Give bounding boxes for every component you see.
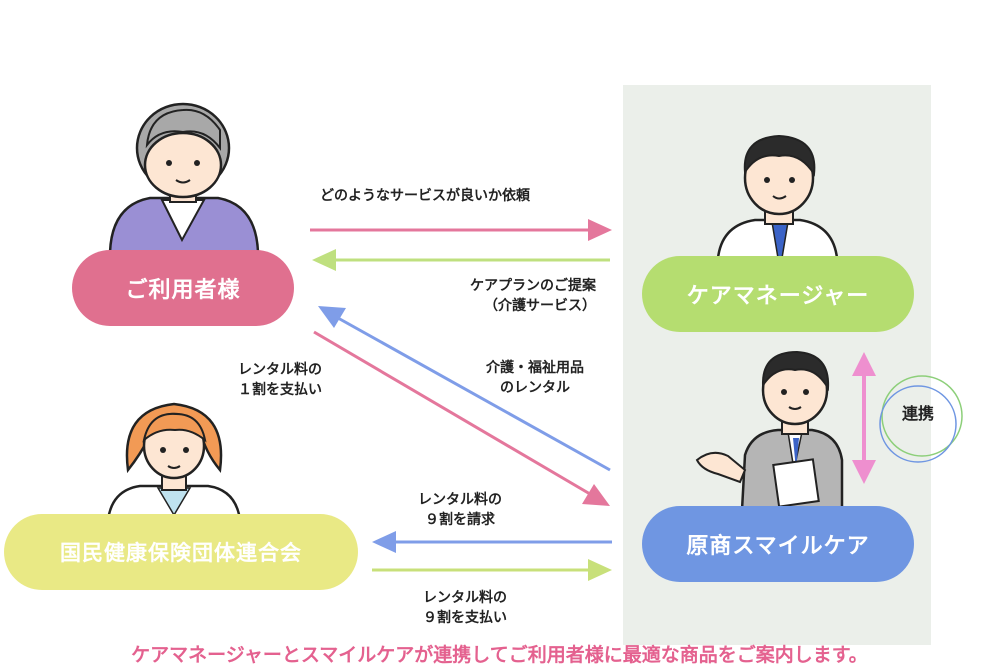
insurance-staff-illustration [106, 402, 242, 522]
rental-label: 介護・福祉用品 のレンタル [486, 360, 584, 396]
insurance-node-label: 国民健康保険団体連合会 [60, 541, 302, 565]
pay-insurance-label: レンタル料の ９割を支払い [423, 590, 507, 626]
cooperation-circle-blue [879, 385, 957, 463]
care-manager-illustration [716, 134, 839, 260]
insurance-node: 国民健康保険団体連合会 [4, 514, 358, 590]
request-label: どのようなサービスが良いか依頼 [320, 188, 530, 204]
arrow-rental [318, 306, 611, 472]
cooperation-circle-green [881, 375, 963, 457]
user-node-label: ご利用者様 [125, 278, 241, 303]
arrow-proposal [312, 249, 610, 271]
proposal-label: ケアプランのご提案 （介護サービス） [470, 278, 596, 314]
arrow-pay-user [313, 330, 610, 506]
footer-caption: ケアマネージャーとスマイルケアが連携してご利用者様に最適な商品をご案内します。 [131, 644, 868, 666]
care-manager-node-label: ケアマネージャー [686, 284, 870, 309]
company-node-label: 原商スマイルケア [686, 534, 870, 559]
pay-user-label: レンタル料の １割を支払い [238, 362, 322, 398]
arrow-claim [372, 531, 612, 553]
company-node: 原商スマイルケア [642, 506, 914, 582]
arrow-request [310, 219, 612, 241]
arrow-cooperation [852, 352, 876, 484]
cooperation-label: 連携 [901, 404, 934, 423]
elderly-user-illustration [108, 102, 260, 254]
claim-label: レンタル料の ９割を請求 [418, 492, 502, 528]
care-manager-node: ケアマネージャー [642, 256, 914, 332]
user-node: ご利用者様 [72, 250, 294, 326]
staff-illustration [695, 350, 844, 512]
arrow-pay-insurance [372, 559, 612, 581]
